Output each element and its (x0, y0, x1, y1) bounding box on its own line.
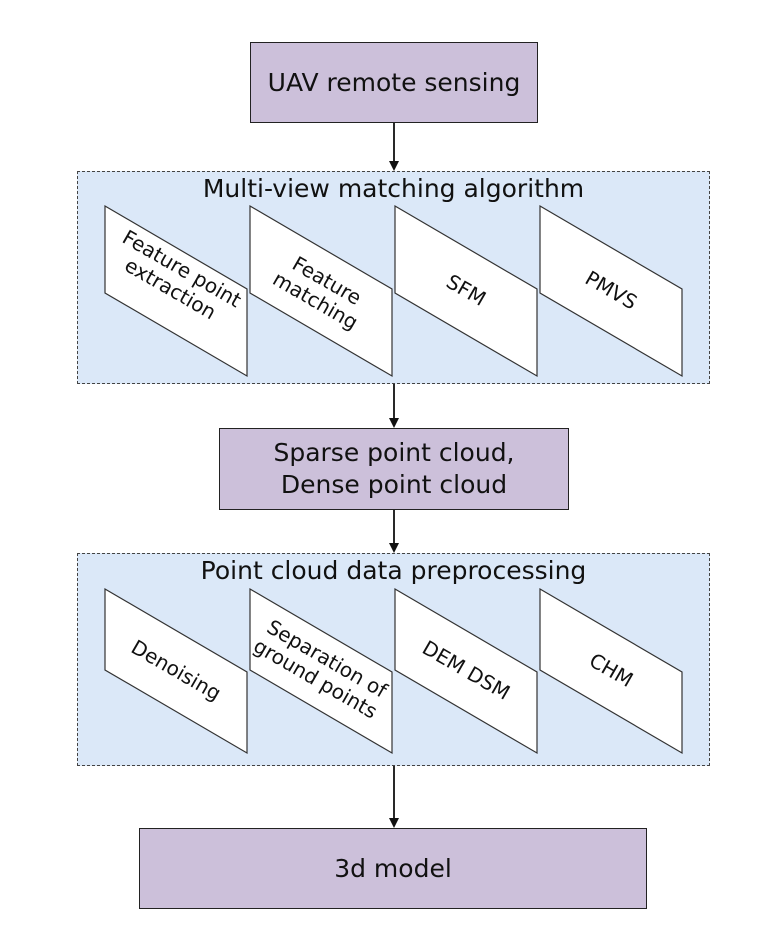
point-cloud-node: Sparse point cloud, Dense point cloud (219, 428, 569, 510)
matching-step-shapes (104, 204, 683, 378)
step-shape-feature-matching (249, 204, 393, 378)
3d-model-label: 3d model (334, 853, 452, 883)
dense-point-cloud-label: Dense point cloud (280, 470, 508, 499)
multi-view-matching-title: Multi-view matching algorithm (202, 174, 585, 203)
step-shape-sfm (394, 204, 538, 378)
uav-remote-sensing-label: UAV remote sensing (267, 67, 521, 97)
uav-remote-sensing-node: UAV remote sensing (250, 42, 538, 123)
step-shape-dem-dsm (394, 587, 538, 755)
step-shape-denoising (104, 587, 248, 755)
step-shape-feature-point-extraction (104, 204, 248, 378)
3d-model-node: 3d model (139, 828, 647, 909)
step-shape-pmvs (539, 204, 683, 378)
sparse-point-cloud-label: Sparse point cloud, (273, 438, 515, 467)
step-shape-separation-ground-points (249, 587, 393, 755)
point-cloud-preprocessing-title: Point cloud data preprocessing (200, 556, 587, 585)
preprocessing-step-shapes (104, 587, 683, 755)
step-shape-chm (539, 587, 683, 755)
